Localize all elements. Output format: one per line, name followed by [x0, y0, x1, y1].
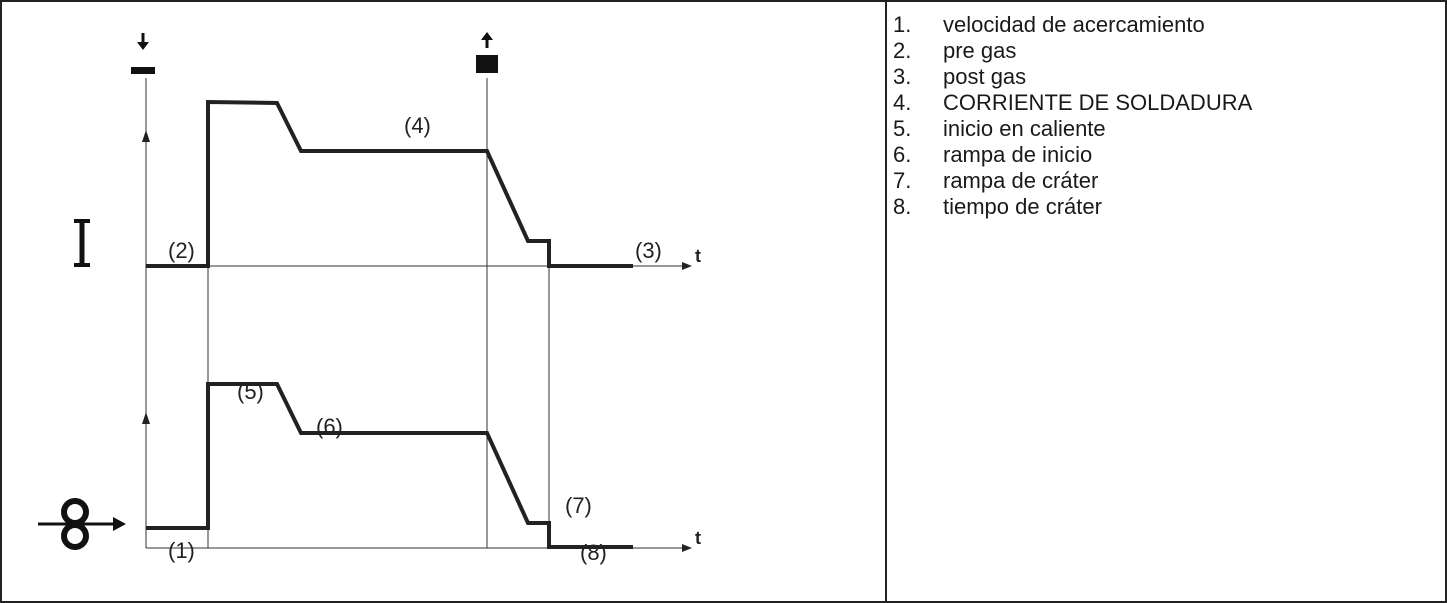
legend-item-number: 5. [893, 116, 912, 141]
legend-item: 6. rampa de inicio [893, 142, 1438, 168]
legend-item-number: 7. [893, 168, 912, 193]
torch-trigger-press-icon [131, 33, 155, 74]
label-5: (5) [237, 379, 264, 404]
legend-item: 4. CORRIENTE DE SOLDADURA [893, 90, 1438, 116]
legend-item-text: inicio en caliente [943, 116, 1106, 141]
label-3: (3) [635, 238, 662, 263]
legend-item: 8. tiempo de cráter [893, 194, 1438, 220]
legend-list: 1. velocidad de acercamiento 2. pre gas 3.… [893, 12, 1438, 220]
current-axis-y-arrow [142, 130, 150, 142]
legend-item-text: tiempo de cráter [943, 194, 1102, 219]
legend-item-number: 1. [893, 12, 912, 37]
label-8: (8) [580, 540, 607, 565]
wire-feed-rollers-icon [38, 498, 126, 550]
wire-axis-x-arrow [682, 544, 692, 552]
time-label-upper: t [695, 246, 701, 266]
legend-item-number: 8. [893, 194, 912, 219]
time-label-lower: t [695, 528, 701, 548]
legend-item: 7. rampa de cráter [893, 168, 1438, 194]
legend-item-text: pre gas [943, 38, 1017, 63]
legend-item: 5. inicio en caliente [893, 116, 1438, 142]
current-symbol-icon [74, 219, 90, 267]
legend-item-text: rampa de inicio [943, 142, 1093, 167]
label-4: (4) [404, 113, 431, 138]
legend-item-text: post gas [943, 64, 1027, 89]
legend-item-text: rampa de cráter [943, 168, 1099, 193]
legend-item-number: 3. [893, 64, 912, 89]
legend-item-number: 6. [893, 142, 912, 167]
wire-speed-waveform [146, 382, 633, 549]
legend-item-text: velocidad de acercamiento [943, 12, 1205, 37]
legend-item: 2. pre gas [893, 38, 1438, 64]
current-waveform [146, 99, 633, 268]
legend-item-text: CORRIENTE DE SOLDADURA [943, 90, 1253, 115]
legend-item: 1. velocidad de acercamiento [893, 12, 1438, 38]
legend-item: 3. post gas [893, 64, 1438, 90]
wire-axis-y-arrow [142, 412, 150, 424]
label-7: (7) [565, 493, 592, 518]
label-1: (1) [168, 538, 195, 563]
torch-trigger-release-icon [476, 32, 498, 73]
label-2: (2) [168, 238, 195, 263]
current-axis-x-arrow [682, 262, 692, 270]
legend-item-number: 4. [893, 90, 912, 115]
label-6: (6) [316, 414, 343, 439]
legend-item-number: 2. [893, 38, 912, 63]
